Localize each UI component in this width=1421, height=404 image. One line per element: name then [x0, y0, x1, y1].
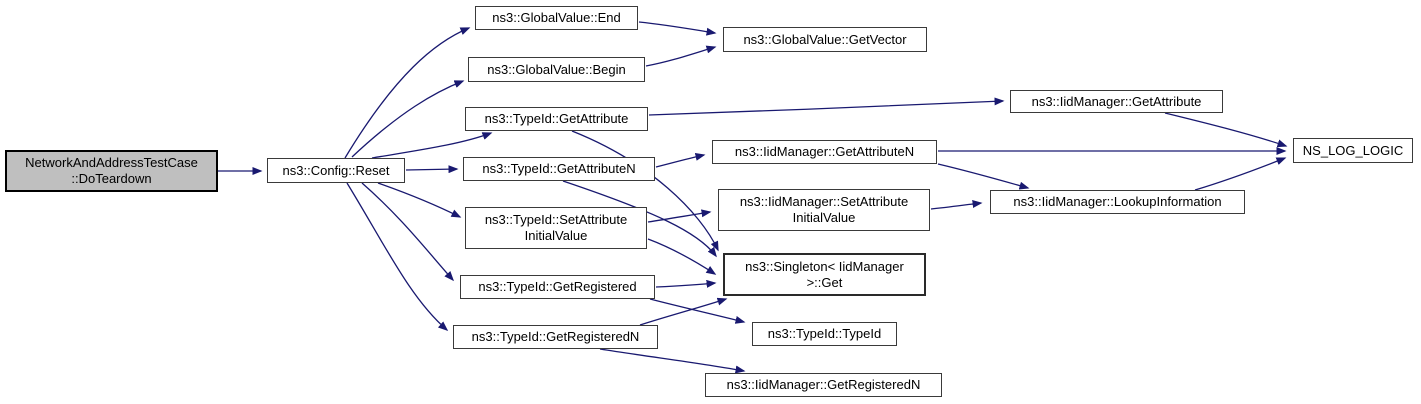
- node-gvbeg[interactable]: ns3::GlobalValue::Begin: [468, 57, 645, 82]
- edge-reset-to-tga: [371, 132, 493, 159]
- edge-isai-to-ilk: [930, 200, 983, 210]
- node-label: ns3::TypeId::GetRegisteredN: [471, 329, 640, 344]
- node-tgr[interactable]: ns3::TypeId::GetRegistered: [460, 275, 655, 299]
- node-ttid[interactable]: ns3::TypeId::TypeId: [752, 322, 897, 346]
- edge-gvend-to-gvvec: [638, 21, 717, 36]
- edge-igan-to-ilk: [937, 163, 1030, 190]
- node-label: ns3::TypeId::GetRegistered: [478, 279, 637, 294]
- edge-tgan-to-sget: [562, 180, 717, 258]
- node-label: ns3::GlobalValue::End: [492, 10, 621, 25]
- edge-tgr-to-sget: [655, 279, 717, 288]
- edge-tgan-to-igan: [655, 152, 706, 168]
- node-nsl[interactable]: NS_LOG_LOGIC: [1293, 138, 1413, 163]
- edge-reset-to-gvend: [344, 27, 471, 159]
- edge-iga-to-nsl: [1164, 112, 1288, 148]
- edge-tgr-to-ttid: [649, 298, 746, 324]
- edge-tga-to-iga: [648, 97, 1005, 116]
- node-igan[interactable]: ns3::IidManager::GetAttributeN: [712, 140, 937, 164]
- node-label: ns3::IidManager::SetAttribute InitialVal…: [739, 194, 909, 225]
- node-reset[interactable]: ns3::Config::Reset: [267, 158, 405, 183]
- edge-reset-to-gvbeg: [351, 80, 465, 158]
- edge-reset-to-tgan: [405, 165, 459, 174]
- node-label: ns3::IidManager::GetAttributeN: [734, 144, 915, 159]
- node-label: ns3::GlobalValue::Begin: [487, 61, 626, 77]
- node-label: ns3::Singleton< IidManager >::Get: [745, 258, 904, 290]
- node-tsai[interactable]: ns3::TypeId::SetAttribute InitialValue: [465, 207, 647, 249]
- node-label: ns3::TypeId::GetAttributeN: [482, 161, 636, 176]
- edge-group: [218, 21, 1288, 374]
- edge-tgrn-to-igrn: [599, 348, 746, 374]
- node-tgrn[interactable]: ns3::TypeId::GetRegisteredN: [453, 325, 658, 349]
- edge-reset-to-tsai: [377, 182, 462, 218]
- node-tgan[interactable]: ns3::TypeId::GetAttributeN: [463, 157, 655, 181]
- node-label: ns3::IidManager::GetRegisteredN: [726, 377, 921, 392]
- node-label: NS_LOG_LOGIC: [1302, 142, 1404, 158]
- edge-ilk-to-nsl: [1194, 157, 1287, 191]
- edge-tgrn-to-sget: [639, 297, 728, 326]
- node-dt[interactable]: NetworkAndAddressTestCase ::DoTeardown: [5, 150, 218, 192]
- edge-reset-to-tgr: [361, 182, 454, 282]
- node-label: ns3::IidManager::GetAttribute: [1031, 93, 1202, 109]
- edge-gvbeg-to-gvvec: [645, 45, 717, 67]
- edge-tga-to-sget: [571, 130, 719, 252]
- edge-tsai-to-sget: [647, 238, 717, 275]
- node-label: ns3::GlobalValue::GetVector: [743, 31, 907, 47]
- edge-reset-to-tgrn: [346, 182, 449, 331]
- node-igrn[interactable]: ns3::IidManager::GetRegisteredN: [705, 373, 942, 397]
- node-ilk[interactable]: ns3::IidManager::LookupInformation: [990, 190, 1245, 214]
- node-iga[interactable]: ns3::IidManager::GetAttribute: [1010, 90, 1223, 113]
- node-isai[interactable]: ns3::IidManager::SetAttribute InitialVal…: [718, 189, 930, 231]
- node-tga[interactable]: ns3::TypeId::GetAttribute: [465, 107, 648, 131]
- node-sget[interactable]: ns3::Singleton< IidManager >::Get: [723, 253, 926, 296]
- node-label: ns3::TypeId::SetAttribute InitialValue: [484, 212, 628, 243]
- edge-tsai-to-isai: [647, 209, 712, 223]
- node-label: ns3::TypeId::GetAttribute: [484, 111, 629, 126]
- node-gvend[interactable]: ns3::GlobalValue::End: [475, 6, 638, 30]
- node-label: NetworkAndAddressTestCase ::DoTeardown: [25, 155, 198, 186]
- node-gvvec[interactable]: ns3::GlobalValue::GetVector: [723, 27, 927, 52]
- node-label: ns3::IidManager::LookupInformation: [1013, 194, 1222, 209]
- node-label: ns3::TypeId::TypeId: [767, 326, 882, 341]
- node-label: ns3::Config::Reset: [282, 162, 390, 178]
